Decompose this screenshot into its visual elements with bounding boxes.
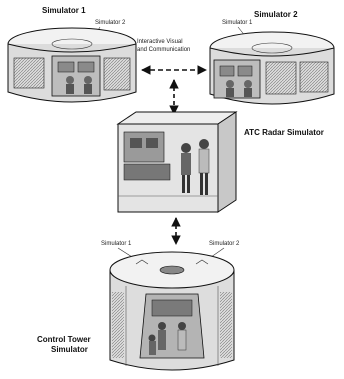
tower-title-line1: Control Tower — [37, 335, 91, 344]
simulator-2-illustration — [209, 31, 335, 105]
atc-radar-title: ATC Radar Simulator — [244, 128, 324, 137]
tower-callout-right: Simulator 2 — [209, 241, 240, 247]
simulator-2-title: Simulator 2 — [254, 10, 298, 19]
tower-title-line2: Simulator — [51, 345, 88, 354]
simulator-1-illustration — [7, 27, 137, 103]
link-label-line1: Interactive Visual — [137, 39, 183, 45]
simulator-1-callout: Simulator 2 — [95, 20, 126, 26]
tower-callout-left: Simulator 1 — [101, 241, 132, 247]
link-label-line2: and Communication — [137, 47, 191, 53]
simulator-1-title: Simulator 1 — [42, 6, 86, 15]
atc-radar-illustration — [116, 111, 238, 213]
simulator-2-callout: Simulator 1 — [222, 20, 253, 26]
control-tower-illustration — [109, 251, 235, 371]
